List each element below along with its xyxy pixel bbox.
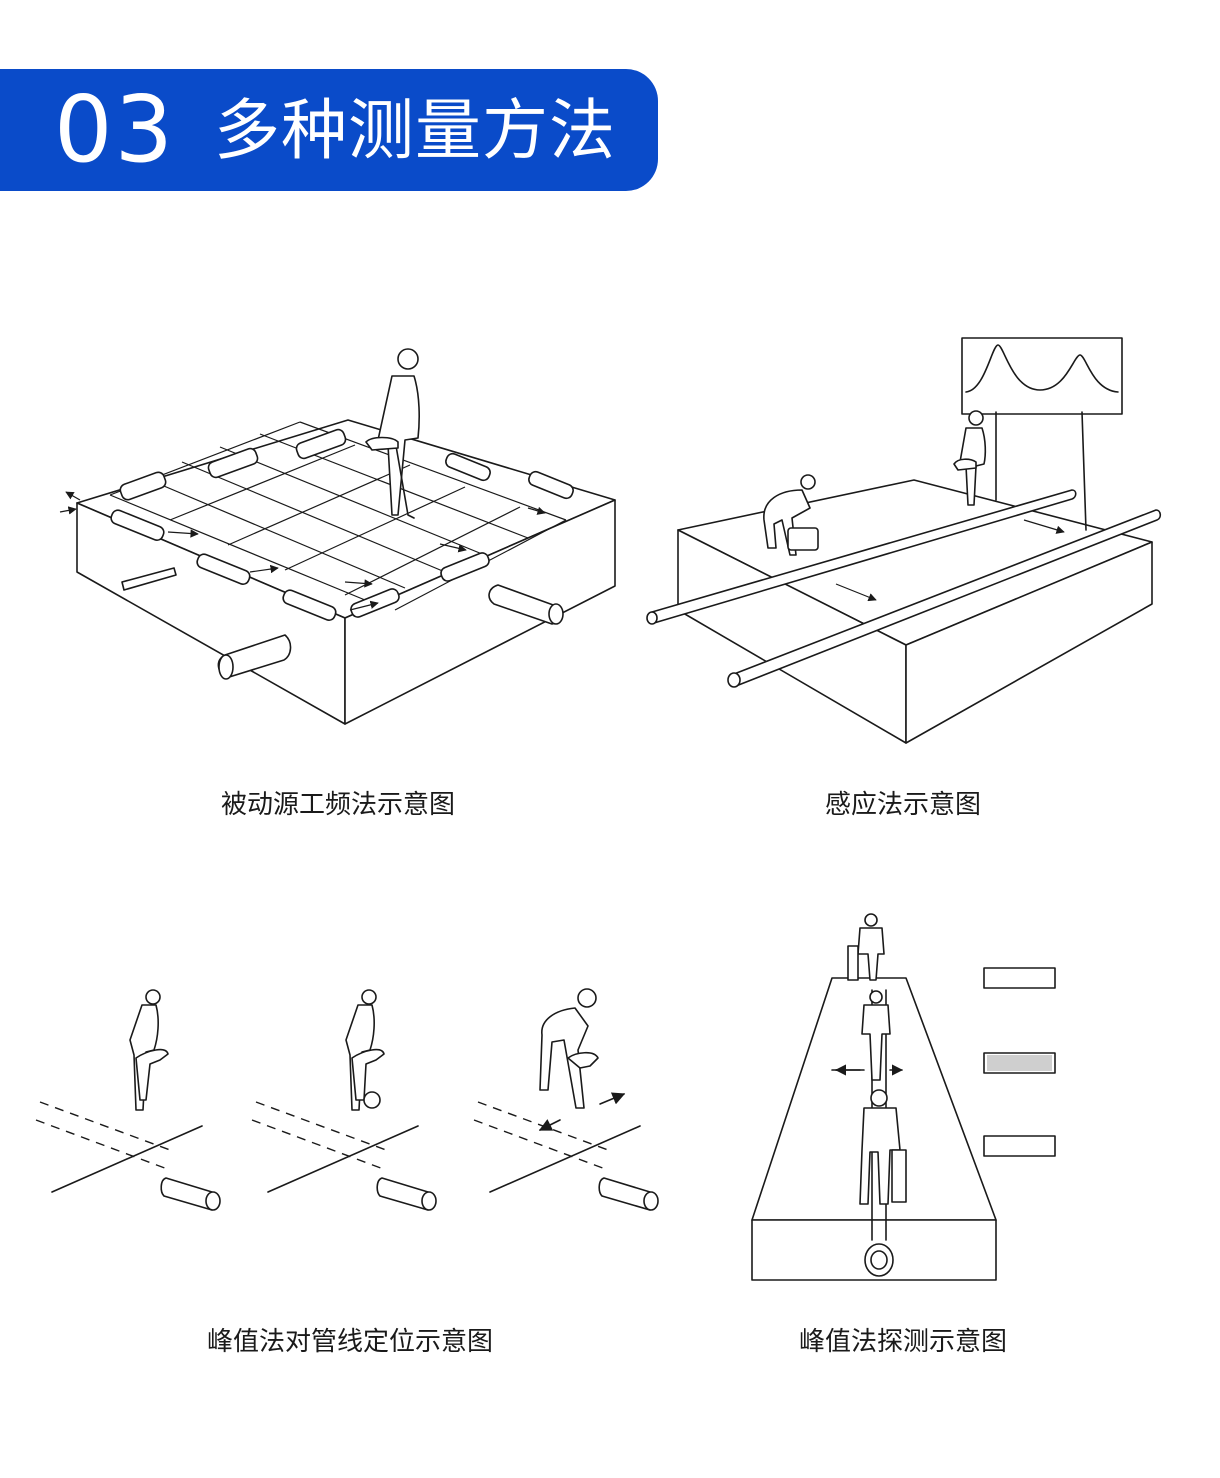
signal-peak-curve bbox=[965, 344, 1119, 393]
signal-level-bar-2-fill bbox=[987, 1055, 1052, 1071]
peak-method-positioning-diagram bbox=[35, 988, 659, 1211]
peak-method-detection-diagram bbox=[751, 913, 1056, 1281]
caption-induction-method: 感应法示意图 bbox=[824, 790, 981, 820]
passive-power-frequency-diagram bbox=[59, 348, 616, 725]
operator-figure bbox=[365, 348, 420, 519]
grid-current-arrows bbox=[59, 491, 546, 611]
ground-block-right-face bbox=[344, 499, 616, 725]
induction-block-right-face bbox=[905, 541, 1153, 744]
section-title: 多种测量方法 bbox=[214, 92, 616, 169]
section-number: 03 bbox=[54, 76, 176, 183]
detection-operator-bottom bbox=[859, 1089, 907, 1205]
caption-peak-method-detection: 峰值法探测示意图 bbox=[798, 1327, 1007, 1357]
signal-profile-display bbox=[961, 337, 1123, 415]
grid-sensor-pads bbox=[110, 428, 574, 621]
transmitter-box bbox=[787, 527, 819, 551]
signal-arrows bbox=[835, 519, 1065, 602]
buried-pipes bbox=[121, 567, 564, 680]
detection-operator-top bbox=[847, 913, 885, 981]
station-2 bbox=[251, 989, 437, 1211]
station-1 bbox=[35, 989, 221, 1211]
signal-level-bar-3 bbox=[983, 1135, 1056, 1157]
caption-peak-method-positioning: 峰值法对管线定位示意图 bbox=[206, 1327, 493, 1357]
station-3 bbox=[473, 988, 659, 1211]
kneeling-operator bbox=[763, 474, 819, 556]
standing-operator bbox=[953, 410, 987, 506]
caption-passive-power-frequency: 被动源工频法示意图 bbox=[220, 790, 455, 820]
section-header-banner: 03 多种测量方法 bbox=[0, 69, 658, 191]
induction-method-diagram bbox=[646, 337, 1162, 744]
detection-operator-middle bbox=[831, 990, 904, 1081]
induction-pipes bbox=[646, 489, 1162, 688]
signal-level-bar-1 bbox=[983, 967, 1056, 989]
